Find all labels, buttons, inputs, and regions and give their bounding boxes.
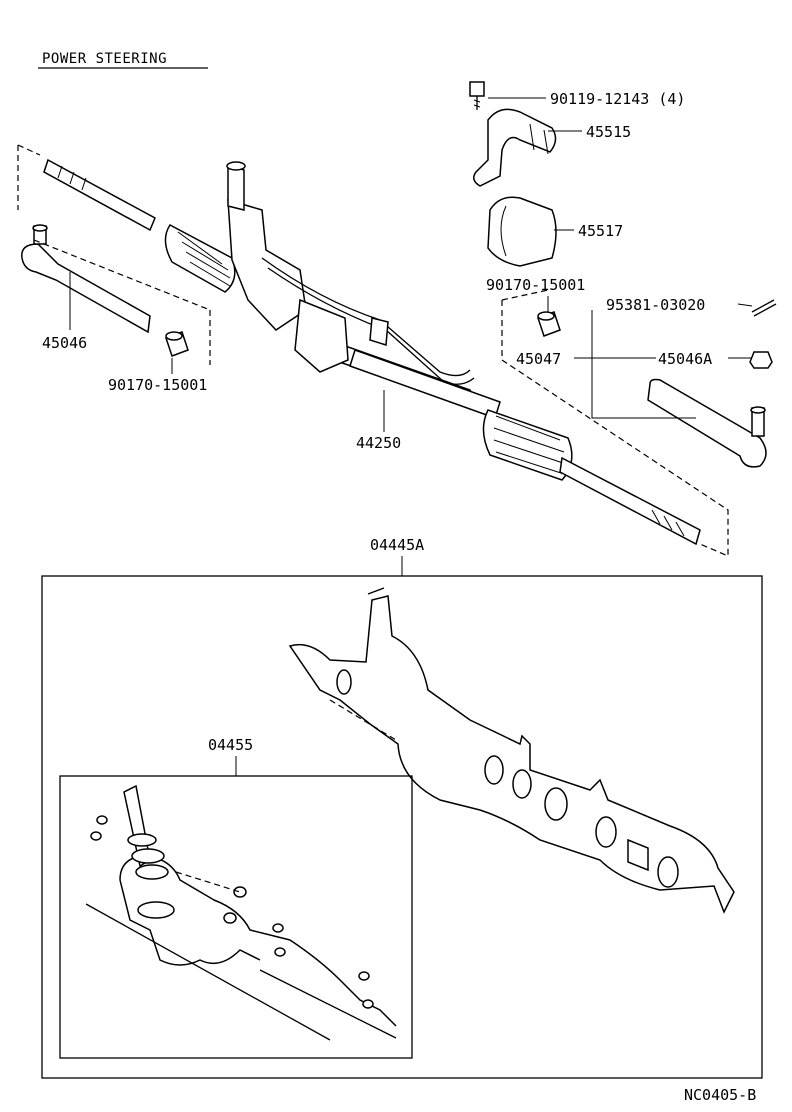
diagram-title: POWER STEERING — [42, 51, 167, 67]
label-nut-right: 90170-15001 — [486, 276, 585, 294]
label-tie-rod-end-sub: 45047 — [516, 350, 561, 368]
label-tie-rod-end-left: 45046 — [42, 334, 87, 352]
left-tie-rod-end — [21, 224, 151, 334]
label-cotter-pin: 95381-03020 — [606, 296, 705, 314]
label-bracket: 45515 — [586, 123, 631, 141]
label-bushing: 45517 — [578, 222, 623, 240]
right-lock-nut — [537, 311, 561, 337]
label-nut-left: 90170-15001 — [108, 376, 207, 394]
steering-rack-assembly — [164, 161, 701, 546]
upper-labels: 90119-12143 (4) 45515 45517 90170-15001 … — [42, 90, 753, 452]
rack-bushing — [487, 196, 557, 267]
seal-kit-parts — [85, 784, 397, 1041]
label-tie-rod-end-right: 45046A — [658, 350, 712, 368]
label-seal-kit: 04455 — [208, 736, 253, 754]
gasket-kit-rack-outline — [288, 587, 735, 914]
label-bolt: 90119-12143 (4) — [550, 90, 685, 108]
left-tie-rod-group-outline — [17, 144, 211, 365]
label-gasket-kit: 04445A — [370, 536, 424, 554]
left-lock-nut — [165, 331, 189, 357]
left-inner-tie-rod — [43, 158, 156, 232]
rack-bracket — [473, 108, 557, 187]
right-tie-rod-group-outline — [501, 289, 729, 557]
label-steering-rack: 44250 — [356, 434, 401, 452]
gasket-kit-box — [41, 575, 763, 1079]
castle-nut — [749, 351, 773, 369]
cotter-pin — [751, 299, 777, 317]
seal-kit-box — [59, 775, 413, 1059]
right-tie-rod-end — [647, 378, 767, 468]
mounting-bolt — [469, 81, 485, 110]
diagram-code: NC0405-B — [684, 1086, 756, 1104]
